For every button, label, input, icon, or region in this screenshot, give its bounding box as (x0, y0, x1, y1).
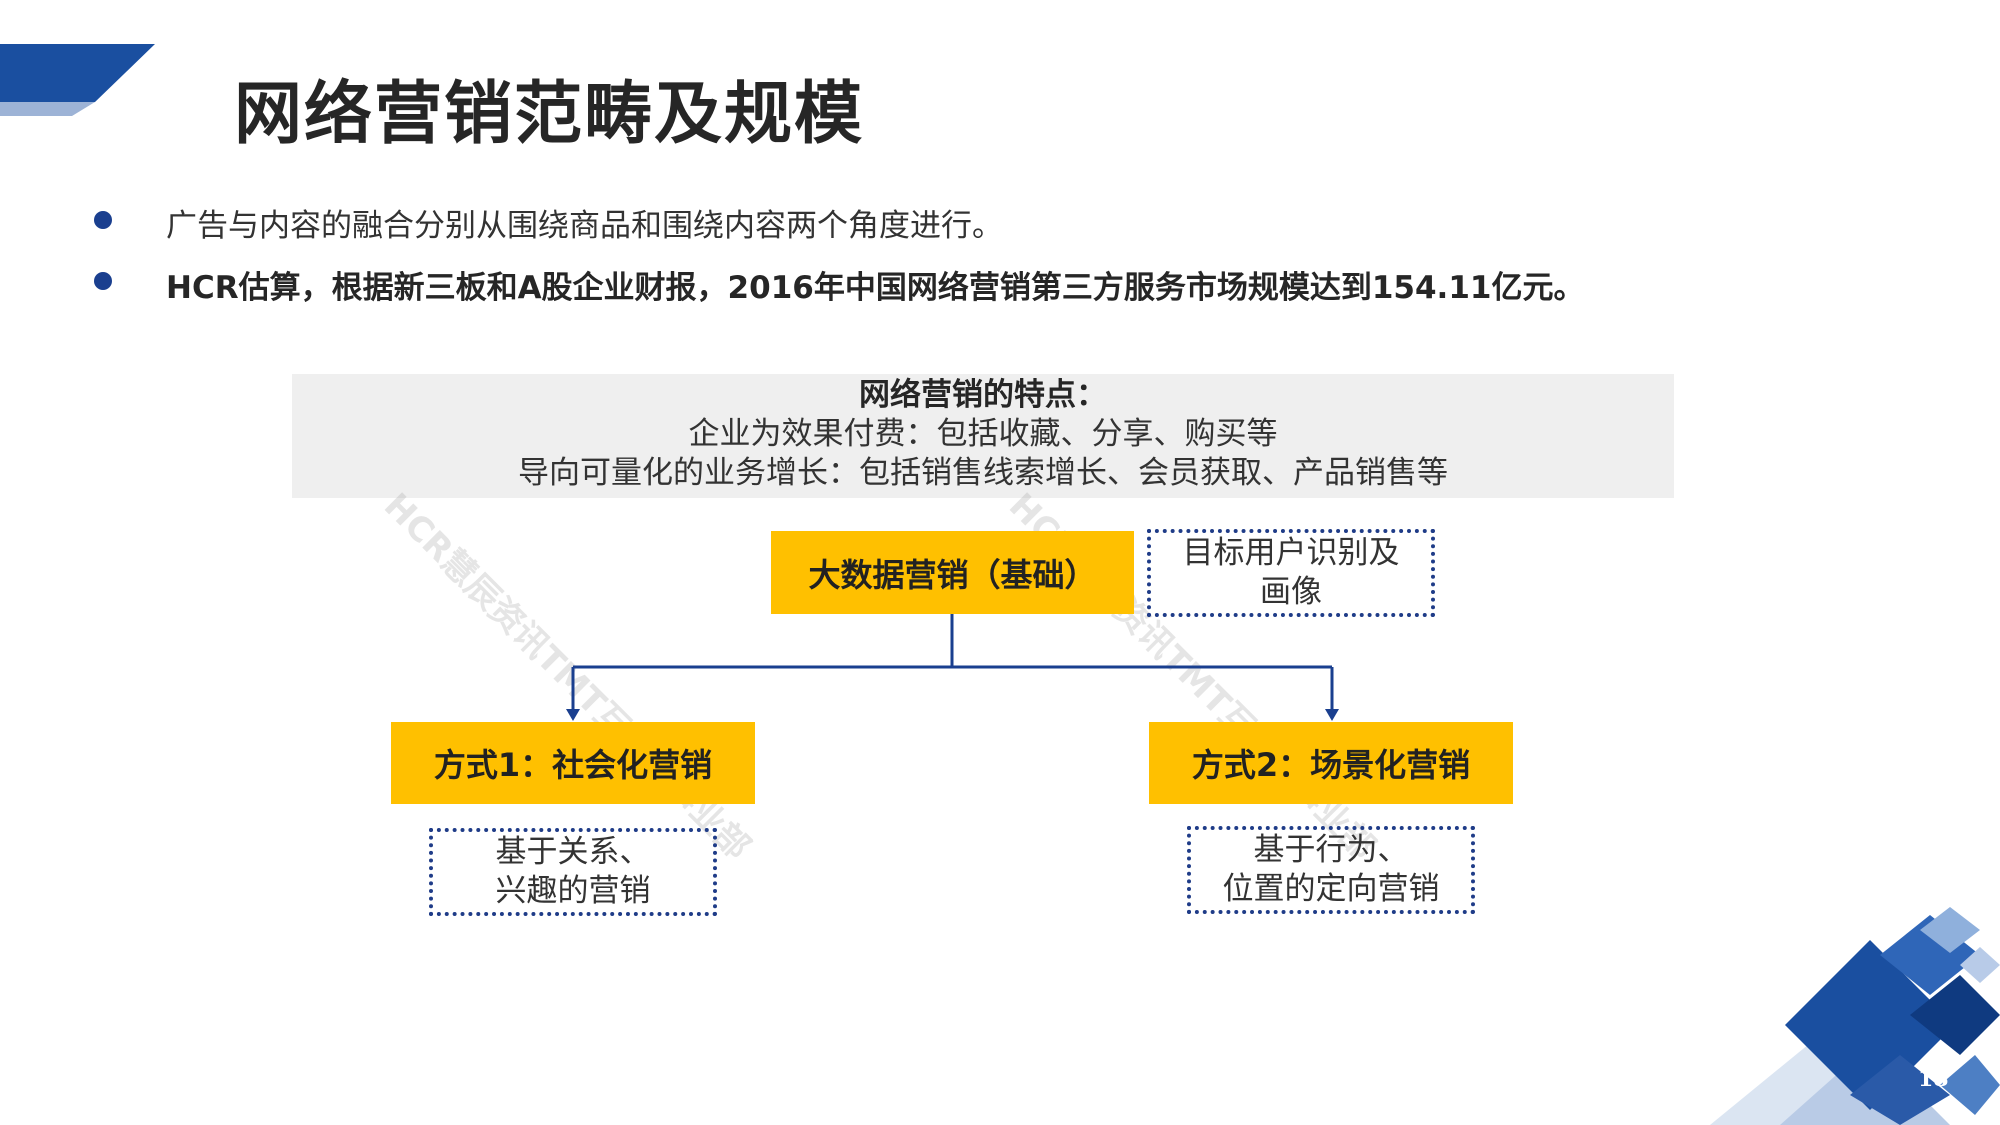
features-panel: 网络营销的特点： 企业为效果付费：包括收藏、分享、购买等 导向可量化的业务增长：… (292, 374, 1674, 498)
root-box-big-data: 大数据营销（基础） (771, 531, 1134, 614)
bullet-1-text: 广告与内容的融合分别从围绕商品和围绕内容两个角度进行。 (166, 208, 1003, 244)
method2-note-line: 位置的定向营销 (1222, 871, 1440, 907)
root-note-line: 画像 (1260, 574, 1322, 610)
bullet-dot-icon (94, 211, 112, 229)
method2-box: 方式2：场景化营销 (1149, 722, 1513, 804)
page-number: 18 (1918, 1066, 1949, 1092)
diamond-decoration-icon (1710, 907, 2000, 1125)
method1-box: 方式1：社会化营销 (391, 722, 755, 804)
bullet-2-text: HCR估算，根据新三板和A股企业财报，2016年中国网络营销第三方服务市场规模达… (166, 270, 1585, 306)
features-heading: 网络营销的特点： (859, 377, 1107, 413)
method1-note-line: 兴趣的营销 (495, 873, 651, 909)
method1-note-line: 基于关系、 (495, 834, 651, 870)
features-line: 企业为效果付费：包括收藏、分享、购买等 (688, 416, 1278, 452)
root-note-box: 目标用户识别及 画像 (1147, 529, 1435, 617)
method2-note-line: 基于行为、 (1253, 832, 1409, 868)
bullet-dot-icon (94, 272, 112, 290)
features-line: 导向可量化的业务增长：包括销售线索增长、会员获取、产品销售等 (518, 455, 1448, 491)
arrow-down-icon (566, 709, 580, 721)
root-note-line: 目标用户识别及 (1182, 535, 1400, 571)
method2-note-box: 基于行为、 位置的定向营销 (1187, 826, 1475, 914)
method1-note-box: 基于关系、 兴趣的营销 (429, 828, 717, 916)
page-title: 网络营销范畴及规模 (234, 75, 865, 154)
arrow-down-icon (1325, 709, 1339, 721)
decorative-banner (0, 44, 155, 116)
